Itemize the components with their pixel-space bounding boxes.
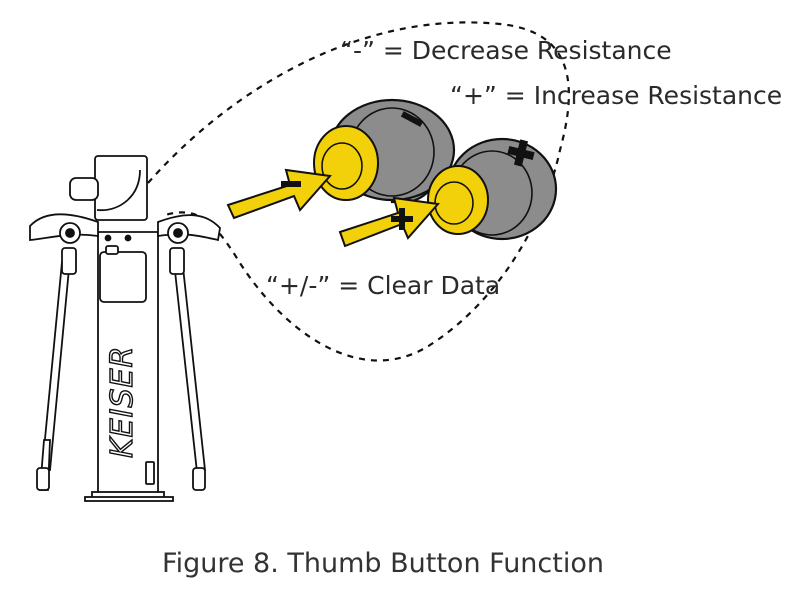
figure-caption: Figure 8. Thumb Button Function [162, 548, 604, 579]
arrow-icon-plus [338, 196, 440, 248]
clear-label: “+/-” = Clear Data [266, 271, 501, 300]
brand-text: KEISER [105, 346, 140, 458]
minus-button-icon [313, 98, 456, 204]
keiser-machine-icon [29, 155, 221, 502]
arrow-icon-minus [226, 168, 332, 220]
plus-button-icon [427, 137, 558, 241]
increase-label: “+” = Increase Resistance [450, 81, 783, 110]
decrease-label: “-” = Decrease Resistance [340, 36, 672, 65]
